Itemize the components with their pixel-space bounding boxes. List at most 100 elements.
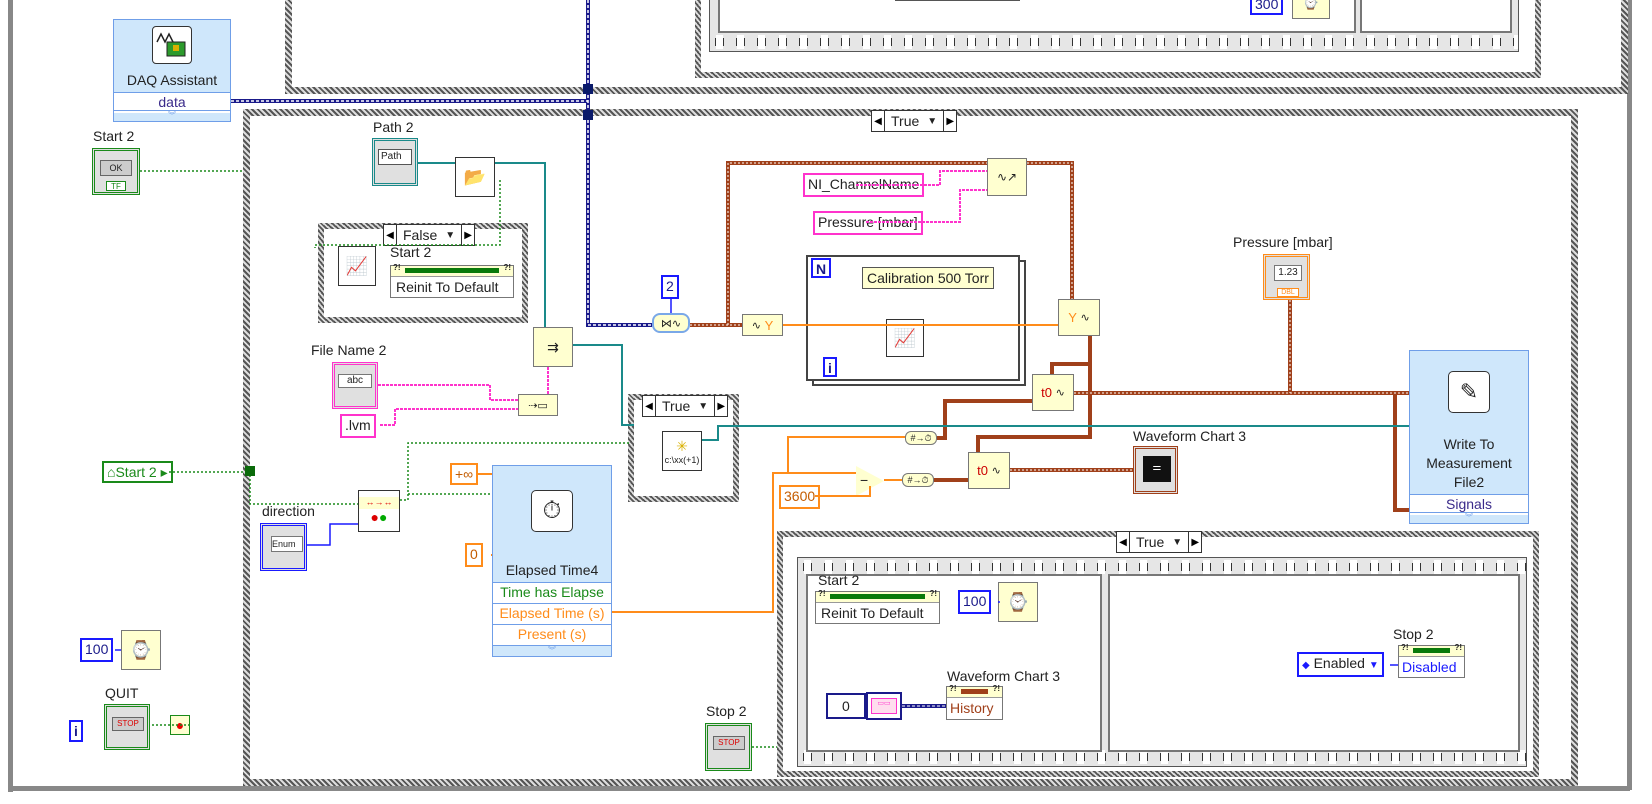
prev-case-arrow-icon[interactable]: ◀ xyxy=(386,229,394,241)
dropdown-arrow-icon[interactable]: ▼ xyxy=(927,115,938,127)
top-inner-case-structure[interactable]: 300 ⌚ xyxy=(695,0,1541,78)
start2-button-terminal[interactable]: OK TF xyxy=(92,148,140,195)
next-case-arrow-icon[interactable]: ▶ xyxy=(717,400,726,412)
loop-count-terminal[interactable]: N xyxy=(811,258,832,278)
build-path-node[interactable]: ⇉ xyxy=(533,327,573,367)
t0-input-label: t0 xyxy=(1041,385,1052,400)
start2-seq-prop-label: Start 2 xyxy=(818,572,860,588)
false-case-selector[interactable]: ◀ False▼ ▶ xyxy=(383,224,476,246)
concatenate-strings-node[interactable]: ⇢▭ xyxy=(518,394,558,416)
boolean-selector-icon[interactable]: ↔→↔ ●● xyxy=(358,490,400,532)
write-file-title-3: File2 xyxy=(1453,474,1485,490)
build-waveform-y-node[interactable]: Y ∿ xyxy=(1058,299,1100,336)
disabled-property: Disabled xyxy=(1402,659,1457,675)
stop-glyph: STOP xyxy=(713,736,745,750)
daq-card-icon xyxy=(152,26,192,64)
create-file-with-increment-icon[interactable]: ✳c:\xx(+1) xyxy=(662,431,702,471)
number-to-timestamp-node-b[interactable]: #→⏱ xyxy=(902,473,934,487)
dropdown-arrow-icon[interactable]: ▼ xyxy=(698,400,709,412)
wristwatch-icon: ⌚ xyxy=(1006,591,1030,612)
string-glyph: abc xyxy=(338,374,372,388)
write-to-measurement-file[interactable]: ✎ Write To Measurement File2 Signals ︾ xyxy=(1409,350,1529,524)
enum-glyph: Enum xyxy=(271,536,303,552)
start2-control-label: Start 2 xyxy=(93,128,135,144)
build-waveform-t0-node-b[interactable]: t0 ∿ xyxy=(968,452,1010,489)
time-has-elapsed-output[interactable]: Time has Elapse xyxy=(493,582,611,603)
bottom-case-selector[interactable]: ◀ True▼ ▶ xyxy=(1116,531,1203,553)
pressure-name-constant[interactable]: Pressure [mbar] xyxy=(813,211,923,235)
filename2-control-terminal[interactable]: abc xyxy=(332,362,378,409)
wait-300-constant[interactable]: 300 xyxy=(1250,0,1284,15)
wristwatch-icon: ⌚ xyxy=(129,639,153,660)
expand-chevron-icon[interactable]: ︾ xyxy=(1410,512,1528,523)
convert-dynamic-data-node[interactable]: ⋈∿ xyxy=(652,313,690,333)
chart-glyph-icon: ⚌ xyxy=(1143,456,1171,482)
build-waveform-t0-node-a[interactable]: t0 ∿ xyxy=(1032,374,1074,411)
write-file-title-1: Write To xyxy=(1443,436,1495,452)
index-two-constant[interactable]: 2 xyxy=(661,275,679,299)
enabled-enum-constant[interactable]: ◆ Enabled ▼ xyxy=(1297,652,1384,677)
elapsed-time-output[interactable]: Elapsed Time (s) xyxy=(493,603,611,624)
pressure-numeric-indicator[interactable]: 1.23 DBL xyxy=(1263,254,1310,300)
t0-input-label: t0 xyxy=(977,463,988,478)
daq-assistant[interactable]: DAQ Assistant data ︾ xyxy=(113,19,231,122)
quit-stop-button-terminal[interactable]: STOP xyxy=(104,704,150,750)
loop-condition-stop-icon[interactable]: ● xyxy=(170,715,190,735)
daq-data-terminal[interactable]: data xyxy=(114,92,230,113)
infinity-constant[interactable]: +∞ xyxy=(450,463,479,485)
direction-enum-terminal[interactable]: Enum xyxy=(260,523,307,571)
set-waveform-attribute-node[interactable]: ∿↗ xyxy=(987,158,1027,196)
main-case-selector[interactable]: ◀ True▼ ▶ xyxy=(871,110,958,132)
initialize-array-node[interactable]: ▭▭ xyxy=(866,692,902,720)
path2-control-terminal[interactable]: Path xyxy=(372,138,418,186)
chart-history-property-node[interactable]: History xyxy=(946,684,1003,720)
seconds-3600-constant[interactable]: 3600 xyxy=(779,485,821,509)
get-waveform-y-node[interactable]: ∿ Y xyxy=(742,314,783,336)
history-index-constant[interactable]: 0 xyxy=(826,693,866,719)
next-case-arrow-icon[interactable]: ▶ xyxy=(464,229,472,241)
dropdown-arrow-icon[interactable]: ▼ xyxy=(1172,536,1183,548)
dropdown-arrow-icon[interactable]: ▼ xyxy=(1368,660,1379,671)
prev-case-arrow-icon[interactable]: ◀ xyxy=(645,400,653,412)
calibration-comment[interactable]: Calibration 500 Torr xyxy=(862,267,994,289)
subtract-symbol: − xyxy=(860,472,869,488)
zero-constant[interactable]: 0 xyxy=(465,543,483,567)
present-output[interactable]: Present (s) xyxy=(493,624,611,645)
expand-chevron-icon[interactable]: ︾ xyxy=(493,645,611,656)
signals-input-terminal[interactable]: Signals xyxy=(1410,494,1528,515)
file-case-selector[interactable]: ◀ True▼ ▶ xyxy=(642,395,729,417)
waveform-chart-indicator[interactable]: ⚌ xyxy=(1133,446,1178,494)
check-file-or-folder-icon[interactable]: 📂 xyxy=(455,157,495,197)
wristwatch-icon: ⌚ xyxy=(1302,0,1320,10)
number-to-timestamp-node-a[interactable]: #→⏱ xyxy=(905,431,937,445)
stop2-disabled-property-node[interactable]: Disabled xyxy=(1398,643,1465,678)
calibration-subvi-icon[interactable]: 📈 xyxy=(886,319,924,357)
for-loop[interactable]: N i Calibration 500 Torr 📈 xyxy=(806,255,1020,381)
elapsed-time-express-vi[interactable]: ⏱ Elapsed Time4 Time has Elapse Elapsed … xyxy=(492,465,612,657)
stopwatch-icon: ⏱ xyxy=(531,490,573,532)
dropdown-arrow-icon[interactable]: ▼ xyxy=(445,229,456,241)
prev-case-arrow-icon[interactable]: ◀ xyxy=(874,115,882,127)
wait-100-main-constant[interactable]: 100 xyxy=(80,638,114,662)
top-flat-sequence[interactable]: 300 ⌚ xyxy=(709,0,1519,52)
lvm-extension-constant[interactable]: .lvm xyxy=(340,414,376,438)
start2-local-variable[interactable]: ⌂Start 2 ▸ xyxy=(102,461,173,483)
history-property: History xyxy=(950,700,994,716)
wait-ms-node[interactable]: ⌚ xyxy=(121,630,161,670)
prev-case-arrow-icon[interactable]: ◀ xyxy=(1119,536,1127,548)
while-loop-iteration-terminal: i xyxy=(69,720,83,742)
next-case-arrow-icon[interactable]: ▶ xyxy=(946,115,955,127)
chart-vi-icon[interactable]: 📈 xyxy=(338,246,376,286)
wait-ms-300-node[interactable]: ⌚ xyxy=(1292,0,1330,19)
tf-badge: TF xyxy=(106,181,126,191)
expand-chevron-icon[interactable]: ︾ xyxy=(114,110,230,121)
pressure-value: 1.23 xyxy=(1274,265,1302,281)
reinit-to-default-property: Reinit To Default xyxy=(396,279,499,295)
wait-100-seq-constant[interactable]: 100 xyxy=(958,590,992,614)
wait-ms-seq-node[interactable]: ⌚ xyxy=(998,582,1038,622)
next-case-arrow-icon[interactable]: ▶ xyxy=(1191,536,1200,548)
start2-seq-reinit-property-node[interactable]: Reinit To Default xyxy=(815,589,940,624)
channel-name-constant[interactable]: NI_ChannelName xyxy=(803,173,925,197)
stop2-button-terminal[interactable]: STOP xyxy=(705,723,752,771)
start2-reinit-property-node[interactable]: Reinit To Default xyxy=(390,263,514,298)
